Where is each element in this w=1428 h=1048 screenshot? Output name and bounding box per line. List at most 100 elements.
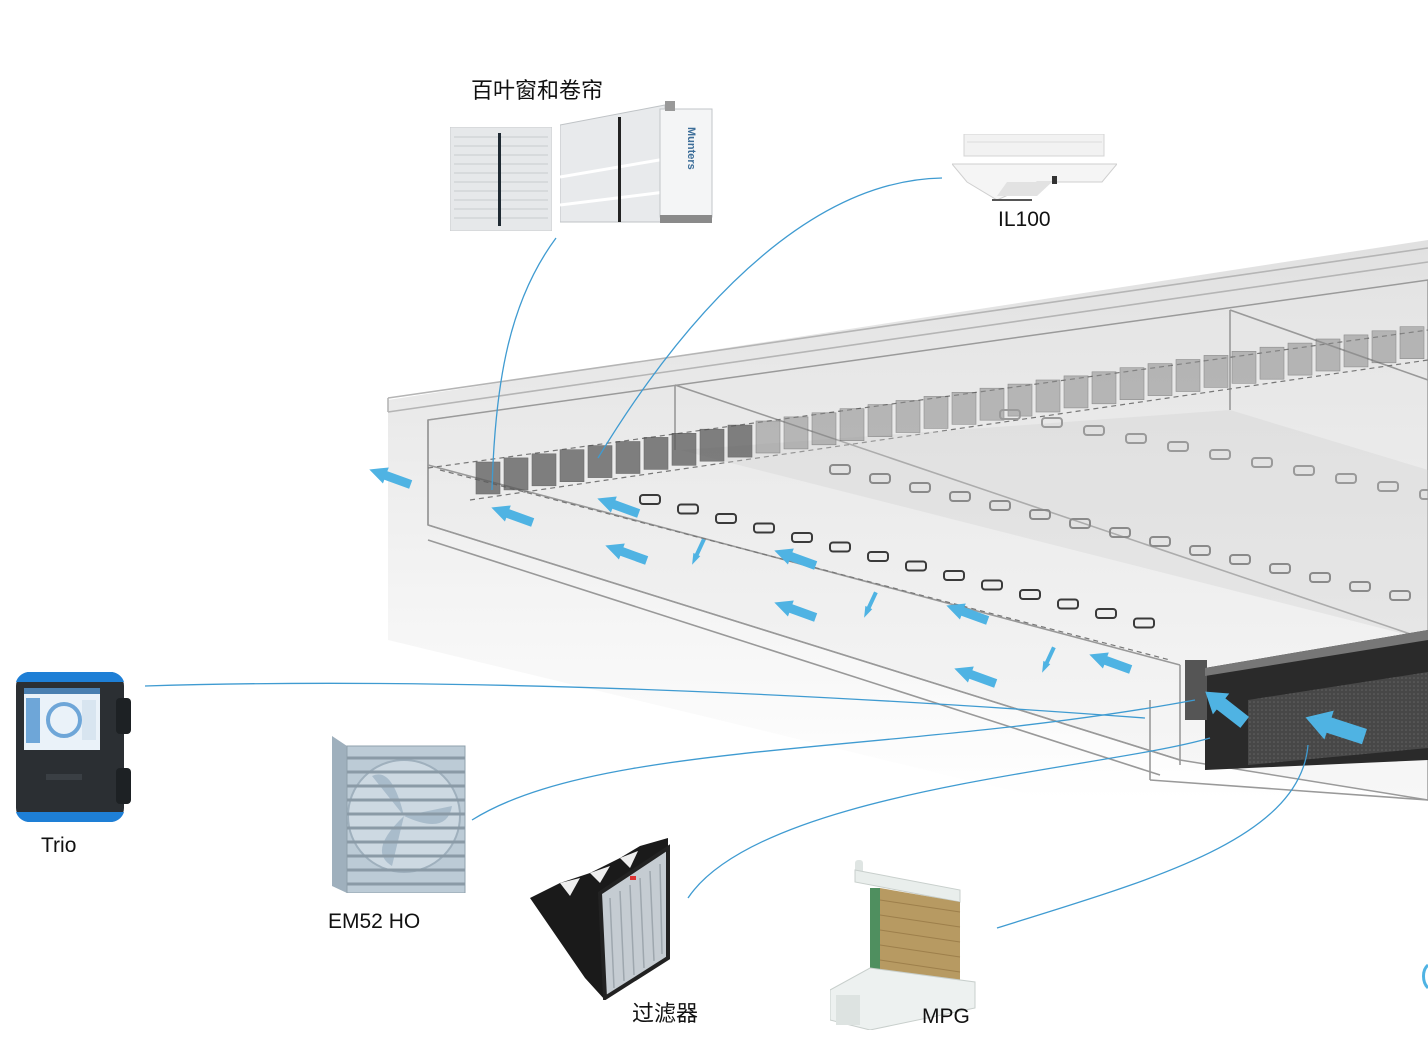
louver-tile <box>559 449 585 483</box>
label-em52: EM52 HO <box>328 910 421 933</box>
inlet-unit <box>1419 489 1428 500</box>
louver-shutter-image <box>449 126 553 232</box>
louver-tile <box>1063 375 1089 409</box>
airflow-arrow <box>774 548 818 570</box>
louver-tile <box>643 437 669 470</box>
inlet-unit <box>981 579 1003 591</box>
connector-trio <box>144 682 1146 719</box>
connector-il100 <box>597 177 943 459</box>
label-louvers: 百叶窗和卷帘 <box>471 79 604 104</box>
cooling-pad-section <box>1185 630 1428 770</box>
louver-tile <box>587 445 613 478</box>
louver-tile <box>1259 346 1285 380</box>
inlet-unit <box>1167 441 1189 452</box>
airflow-arrow <box>946 603 990 625</box>
inlet-unit <box>1251 457 1273 468</box>
louver-tile <box>1315 338 1341 372</box>
airflow-arrow <box>1042 646 1056 673</box>
house-walls <box>427 309 1428 801</box>
label-trio: Trio <box>41 834 77 857</box>
inlet-unit <box>1029 509 1051 520</box>
filter-image <box>530 838 670 1002</box>
ceiling-inlets <box>639 409 1428 629</box>
louver-tile <box>839 408 865 442</box>
louver-tile <box>1091 371 1117 405</box>
trio-controller-image <box>16 668 131 823</box>
roll-curtain-image: Munters <box>559 97 715 230</box>
inlet-unit <box>1229 554 1251 565</box>
inlet-unit <box>677 503 699 515</box>
inlet-unit <box>1057 598 1079 610</box>
inlet-unit <box>989 500 1011 511</box>
louver-tile <box>979 387 1005 421</box>
louver-tile <box>1035 379 1061 413</box>
airflow-arrows <box>369 467 1367 745</box>
airflow-arrow <box>1205 691 1250 728</box>
inlet-unit <box>791 532 813 543</box>
louver-tile <box>1203 355 1229 388</box>
airflow-arrow <box>369 467 413 489</box>
louver-tile <box>783 416 809 450</box>
inlet-unit <box>1209 449 1231 460</box>
inlet-unit <box>1349 581 1371 592</box>
louver-tile <box>1399 326 1425 360</box>
airflow-arrow <box>774 600 818 622</box>
inlet-unit <box>1189 545 1211 556</box>
inlet-unit <box>867 551 889 562</box>
edge-marker <box>1422 963 1428 990</box>
em52-fan-image <box>332 736 467 894</box>
connector-mpg <box>996 744 1309 929</box>
inlet-unit <box>905 560 927 572</box>
louver-tile <box>1119 367 1145 401</box>
inlet-unit <box>1125 433 1147 444</box>
inlet-unit <box>1309 572 1331 583</box>
louver-tile <box>1147 363 1173 396</box>
connector-filter <box>687 737 1211 899</box>
louver-tile <box>1175 359 1201 392</box>
louver-tile <box>1371 330 1397 364</box>
inlet-unit <box>1377 481 1399 492</box>
il100-inlet-image <box>950 133 1119 204</box>
connector-louvers <box>491 237 557 491</box>
louver-tile <box>503 457 529 491</box>
airflow-arrow <box>1089 652 1133 674</box>
inlet-unit <box>1041 417 1063 428</box>
louver-tile <box>811 412 837 446</box>
louver-tile <box>755 420 781 454</box>
inlet-unit <box>909 482 931 493</box>
louver-tile <box>867 404 893 437</box>
louver-tile <box>895 400 921 433</box>
label-il100: IL100 <box>998 208 1051 231</box>
airflow-arrow <box>605 543 649 565</box>
louver-tile <box>671 432 697 466</box>
munters-logo-text: Munters <box>685 127 697 170</box>
inlet-unit <box>1293 465 1315 476</box>
airflow-arrow <box>597 496 641 518</box>
inlet-unit <box>715 513 737 524</box>
connector-lines <box>144 177 1309 929</box>
wall-louvers-row <box>475 326 1425 495</box>
louver-tile <box>1231 350 1257 384</box>
inlet-unit <box>1389 590 1411 601</box>
louver-tile <box>699 428 725 462</box>
mpg-cooling-pad-image <box>829 860 980 1031</box>
connector-em52 <box>471 699 1196 821</box>
louver-tile <box>923 396 949 429</box>
louver-tile <box>475 461 501 495</box>
inlet-unit <box>999 409 1021 420</box>
louver-tile <box>1343 334 1369 368</box>
label-mpg: MPG <box>922 1005 970 1028</box>
inlet-unit <box>1069 518 1091 529</box>
inlet-unit <box>829 464 851 475</box>
inlet-unit <box>1083 425 1105 436</box>
inlet-unit <box>1149 536 1171 547</box>
inlet-unit <box>753 522 775 534</box>
inlet-unit <box>869 473 891 484</box>
ceiling-panel <box>680 410 1428 640</box>
louver-tile <box>951 391 977 425</box>
inlet-unit <box>949 491 971 502</box>
inlet-unit <box>1095 608 1117 619</box>
airflow-arrow <box>1305 710 1367 745</box>
inlet-unit <box>1019 589 1041 600</box>
